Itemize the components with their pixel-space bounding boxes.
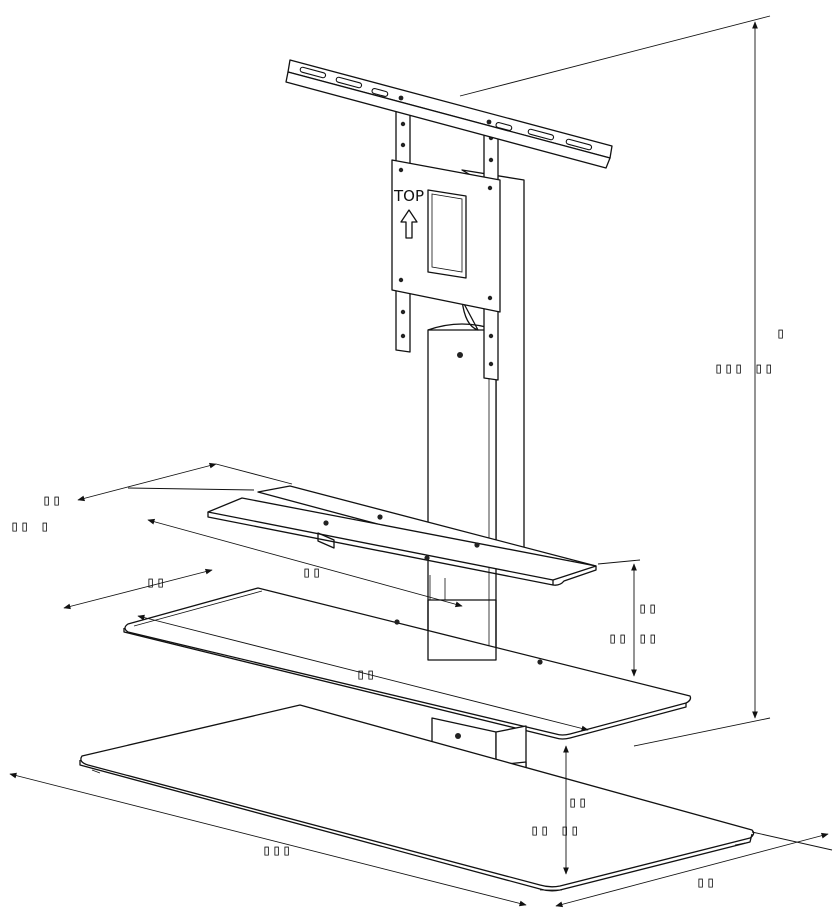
base-plate <box>79 704 755 892</box>
base-width-label: ▯▯▯ <box>262 841 293 859</box>
top-bracket <box>285 59 613 169</box>
base-depth-label: ▯▯ <box>696 873 717 891</box>
upper-shelf-width-label: ▯▯ <box>302 563 323 581</box>
dimension-lines <box>9 15 833 908</box>
upper-gap-label-line1: ▯▯ <box>638 599 659 617</box>
top-marking-label: TOP <box>394 187 425 205</box>
middle-shelf-width-label: ▯▯ <box>356 665 377 683</box>
upper-shelf-depth-label-line1: ▯▯ <box>42 491 63 509</box>
lower-gap-label-line1: ▯▯ <box>568 793 589 811</box>
total-height-label-line1: ▯ <box>776 324 787 342</box>
lower-gap-label-line2: ▯▯ ▯▯ <box>530 821 581 839</box>
middle-shelf-depth-label: ▯▯ <box>146 573 167 591</box>
total-height-label-line2: ▯▯▯ ▯▯ <box>714 359 775 377</box>
upper-gap-label-line2: ▯▯ ▯▯ <box>608 629 659 647</box>
upper-shelf <box>207 485 597 600</box>
middle-shelf <box>123 587 692 740</box>
upper-shelf-depth-label-line2: ▯▯ ▯ <box>10 517 51 535</box>
vesa-plate <box>391 159 501 313</box>
